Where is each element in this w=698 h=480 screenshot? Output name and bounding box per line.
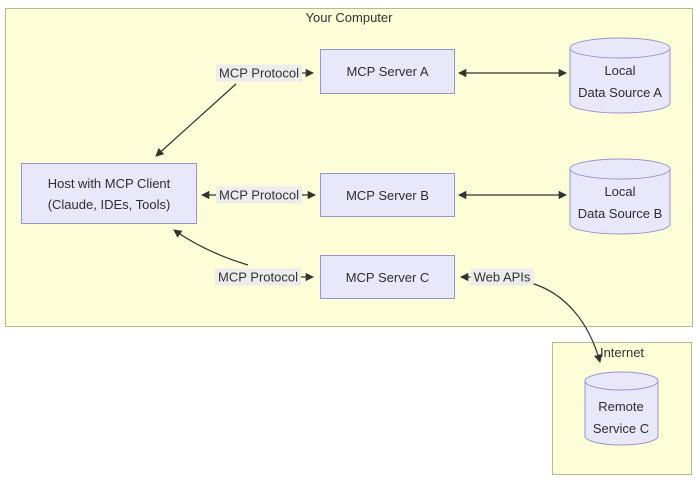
node-mcp-server-c-label: MCP Server C bbox=[345, 269, 430, 285]
node-remote-service-c-label: Remote Service C bbox=[571, 396, 671, 440]
data-source-b-line2: Data Source B bbox=[577, 206, 663, 221]
data-source-a-line1: Local bbox=[604, 63, 636, 78]
node-host: Host with MCP Client (Claude, IDEs, Tool… bbox=[21, 163, 197, 224]
edge-label-mcp-protocol-b: MCP Protocol bbox=[216, 186, 302, 204]
edge-label-web-apis: Web APIs bbox=[470, 268, 534, 286]
node-mcp-server-c: MCP Server C bbox=[320, 255, 455, 299]
edge-label-mcp-protocol-c: MCP Protocol bbox=[215, 268, 301, 286]
node-mcp-server-b: MCP Server B bbox=[320, 173, 455, 217]
edge-label-mcp-protocol-a: MCP Protocol bbox=[216, 64, 302, 82]
node-data-source-b-label: Local Data Source B bbox=[565, 181, 675, 225]
region-internet-label: Internet bbox=[599, 345, 645, 360]
remote-service-c-line1: Remote bbox=[598, 399, 644, 414]
data-source-b-line1: Local bbox=[604, 184, 636, 199]
node-host-line1: Host with MCP Client bbox=[47, 175, 171, 191]
region-your-computer-label: Your Computer bbox=[305, 10, 393, 25]
node-mcp-server-b-label: MCP Server B bbox=[346, 187, 429, 203]
data-source-a-line2: Data Source A bbox=[578, 85, 662, 100]
node-mcp-server-a: MCP Server A bbox=[320, 49, 455, 94]
node-host-line2: (Claude, IDEs, Tools) bbox=[47, 196, 171, 212]
remote-service-c-line2: Service C bbox=[592, 421, 650, 436]
node-data-source-a-label: Local Data Source A bbox=[565, 60, 675, 104]
node-mcp-server-a-label: MCP Server A bbox=[346, 64, 429, 79]
